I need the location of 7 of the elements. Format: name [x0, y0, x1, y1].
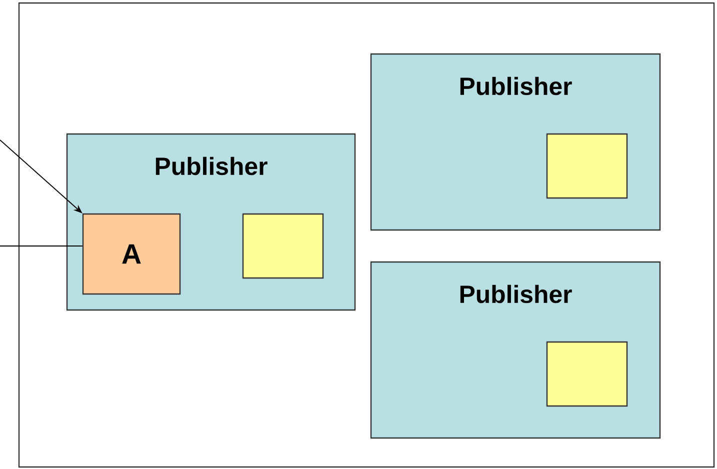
- a-box: A: [82, 213, 181, 295]
- square-box: [546, 341, 628, 407]
- square-box: [242, 213, 324, 279]
- publisher-box: Publisher: [370, 53, 661, 231]
- publisher-box: Publisher: [370, 261, 661, 439]
- connector-line: [0, 245, 83, 246]
- square-box: [546, 133, 628, 199]
